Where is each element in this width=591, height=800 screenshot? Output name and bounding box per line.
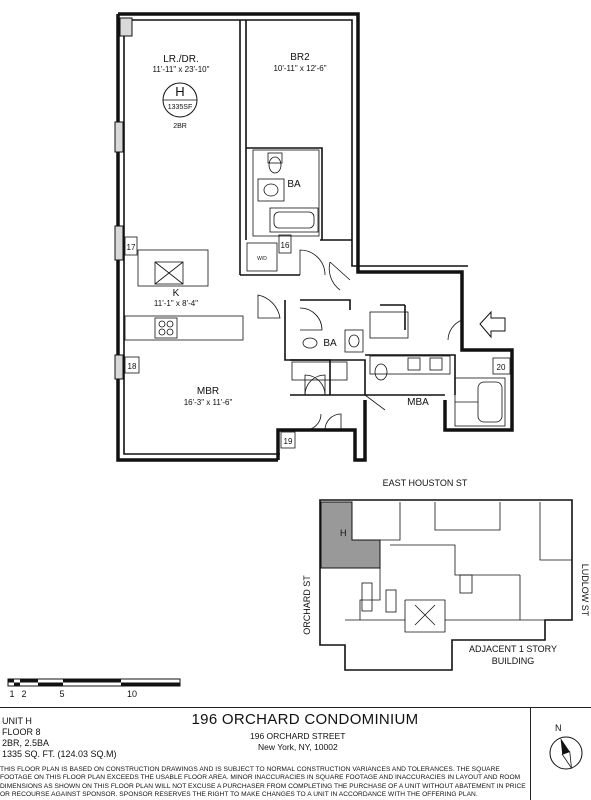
master-bath-label: MBA	[407, 397, 429, 408]
br2-label: BR2	[290, 52, 310, 63]
street-label-west: ORCHARD ST	[302, 575, 312, 635]
exterior-walls	[114, 12, 514, 462]
adjacent-building-label: ADJACENT 1 STORY	[469, 644, 557, 654]
scale-label: 10	[127, 689, 137, 699]
street-label-east: LUDLOW ST	[580, 564, 590, 617]
scale-label: 5	[59, 689, 64, 699]
adjacent-building-label-2: BUILDING	[492, 656, 535, 666]
kitchen-label: K	[173, 288, 180, 299]
site-key-plan: H EAST HOUSTON ST ORCHARD ST LUDLOW ST A…	[302, 478, 590, 671]
column-number: 19	[284, 437, 293, 446]
scale-label: 2	[21, 689, 26, 699]
disclaimer: THIS FLOOR PLAN IS BASED ON CONSTRUCTION…	[0, 766, 526, 799]
unit-info: UNIT H FLOOR 8 2BR, 2.5BA 1335 SQ. FT. (…	[2, 716, 117, 760]
room-labels: LR./DR. 11'-11" x 23'-10" BR2 10'-11" x …	[153, 52, 430, 408]
column-number: 17	[127, 243, 136, 252]
kitchen-dims: 11'-1" x 8'-4"	[154, 299, 198, 308]
project-street: 196 ORCHARD STREET	[250, 731, 346, 741]
north-arrow-icon	[549, 736, 583, 770]
unit-badge-letter: H	[175, 84, 184, 99]
entry-arrow-icon	[479, 310, 506, 339]
title-block-divider	[0, 707, 591, 708]
unit-floor: FLOOR 8	[2, 727, 41, 737]
column-number: 18	[128, 362, 137, 371]
graphic-scale: 1 2 5 10	[7, 678, 181, 699]
br2-dims: 10'-11" x 12'-6"	[273, 64, 326, 73]
fixtures	[124, 149, 511, 449]
north-label: N	[555, 723, 562, 733]
powder-room-label: BA	[323, 338, 337, 349]
unit-beds-baths: 2BR, 2.5BA	[2, 738, 50, 748]
unit-area: 1335 SQ. FT. (124.03 SQ.M)	[2, 749, 117, 759]
interior-walls	[239, 20, 456, 396]
master-bedroom-label: MBR	[197, 386, 219, 397]
unit-h-highlight	[320, 501, 381, 569]
column-numbers: 16 17 18 19 20	[127, 241, 506, 446]
unit-badge: H 1335SF 2BR	[162, 82, 198, 130]
unit-name: UNIT H	[2, 716, 32, 726]
scale-label: 1	[9, 689, 14, 699]
title-block-separator	[530, 707, 531, 800]
column-number: 20	[497, 363, 506, 372]
project-city: New York, NY, 10002	[258, 742, 338, 752]
unit-badge-area: 1335SF	[168, 104, 193, 111]
bath-label: BA	[287, 179, 301, 190]
street-label-north: EAST HOUSTON ST	[383, 478, 468, 488]
column-number: 16	[281, 241, 290, 250]
title-block: UNIT H FLOOR 8 2BR, 2.5BA 1335 SQ. FT. (…	[0, 707, 591, 800]
unit-badge-type: 2BR	[173, 123, 187, 130]
washer-dryer-label: W/D	[257, 256, 267, 262]
project-title: 196 ORCHARD CONDOMINIUM	[191, 711, 419, 728]
living-room-label: LR./DR.	[163, 54, 199, 65]
living-room-dims: 11'-11" x 23'-10"	[153, 65, 210, 74]
door-swings	[257, 249, 463, 431]
master-bedroom-dims: 16'-3" x 11'-6"	[184, 398, 233, 407]
site-unit-marker: H	[340, 528, 347, 538]
